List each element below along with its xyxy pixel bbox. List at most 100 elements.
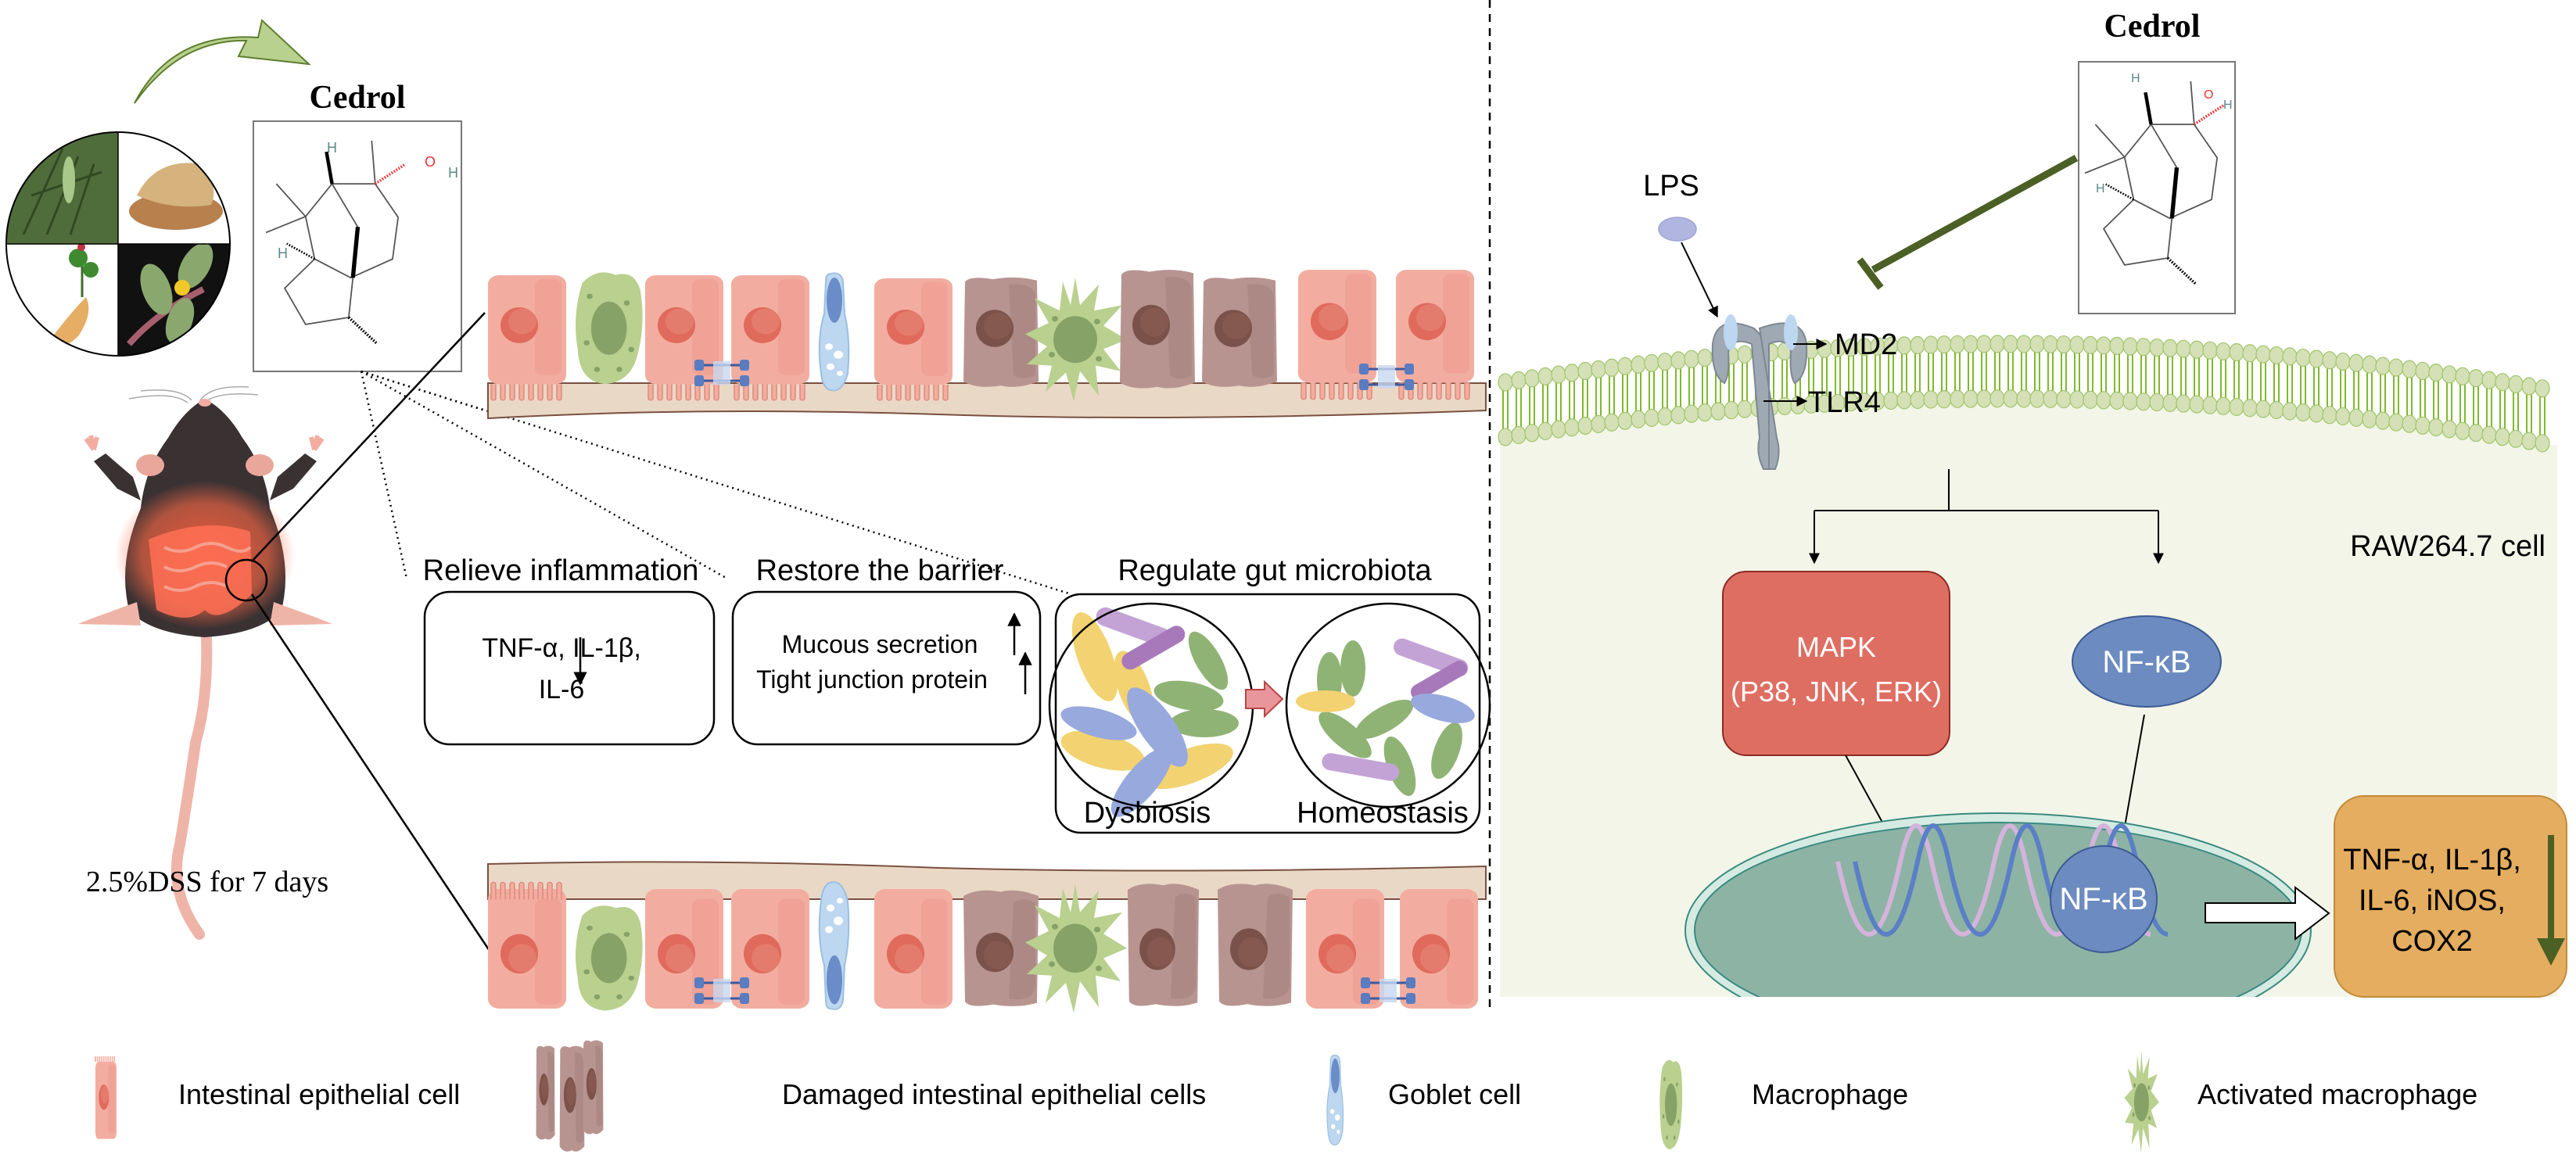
lipid-head <box>1551 420 1566 439</box>
transition-arrow-icon <box>1245 679 1284 719</box>
lipid-tail <box>1954 352 1961 392</box>
legend-item-damaged: Damaged intestinal epithelial cells <box>536 1040 1206 1152</box>
lipid-head <box>2495 428 2510 446</box>
lipid-head <box>2003 335 2018 353</box>
lipid-tail <box>2007 351 2014 391</box>
lipid-head <box>2083 335 2098 354</box>
lipid-head <box>1790 396 1806 414</box>
lipid-head <box>2149 338 2165 357</box>
lipid-tail <box>2513 392 2519 432</box>
lipid-tail <box>2446 382 2452 421</box>
legend-label-activated-macrophage: Activated macrophage <box>2197 1078 2477 1110</box>
lipid-head <box>2455 367 2470 385</box>
lipid-tail <box>1994 351 2000 391</box>
lipid-tail <box>2287 364 2293 403</box>
lipid-head <box>2322 406 2337 425</box>
lipid-head <box>2428 418 2444 437</box>
mapk-subtitle: (P38, JNK, ERK) <box>1731 676 1942 708</box>
legend-item-macrophage: Macrophage <box>1659 1059 1908 1149</box>
lipid-tail <box>1808 357 1814 397</box>
lipid-head <box>2282 347 2298 366</box>
inflammation-line-2: IL-6 <box>539 675 585 704</box>
lipid-head <box>1537 421 1553 440</box>
legend-label-goblet: Goblet cell <box>1388 1078 1521 1110</box>
lipid-head <box>1896 391 1912 410</box>
lipid-tail <box>2140 354 2147 394</box>
intestinal-epithelial-cell-icon <box>95 1056 117 1139</box>
lipid-head <box>2136 338 2151 357</box>
cedrol-title-left: Cedrol <box>310 80 406 116</box>
lipid-tail <box>2327 367 2333 407</box>
lipid-head <box>1724 400 1739 420</box>
lipid-head <box>1524 424 1540 443</box>
md2-label: MD2 <box>1835 328 1897 361</box>
legend: Intestinal epithelial cell Damaged intes… <box>95 1040 2477 1153</box>
lipid-tail <box>2499 389 2506 429</box>
lipid-tail <box>1742 362 1748 402</box>
dysbiosis-bacteria-icon <box>1048 602 1254 817</box>
signal-branch-lines <box>1809 469 2164 565</box>
cedrol-title-right: Cedrol <box>2104 9 2201 45</box>
lipid-head <box>1697 348 1713 367</box>
lipid-head <box>1564 418 1580 437</box>
lipid-tail <box>2420 378 2426 418</box>
lipid-head <box>2402 360 2417 378</box>
lipid-tail <box>2207 358 2213 398</box>
lipid-tail <box>1781 359 1788 399</box>
lipid-tail <box>2313 367 2319 407</box>
microbiota-panel: Dysbiosis Homeostasis <box>1048 593 1491 834</box>
lipid-head <box>2043 389 2058 408</box>
tlr4-md2-receptor-icon <box>1711 314 1808 470</box>
lipid-head <box>2309 404 2324 423</box>
lipid-tail <box>2273 363 2280 403</box>
tlr4-label: TLR4 <box>1808 386 1881 419</box>
effect-title-barrier: Restore the barrier <box>756 554 1004 587</box>
lipid-head <box>2016 335 2032 353</box>
lipid-tail <box>1569 380 1575 420</box>
svg-text:O: O <box>425 154 436 170</box>
dysbiosis-label: Dysbiosis <box>1084 797 1211 830</box>
lipid-head <box>2441 420 2457 439</box>
cytokine-line-2: IL-6, iNOS, <box>2359 884 2506 917</box>
lipid-head <box>1936 390 1952 409</box>
lipid-tail <box>1542 384 1548 424</box>
lipid-head <box>2122 392 2138 410</box>
legend-label-damaged: Damaged intestinal epithelial cells <box>782 1078 1206 1110</box>
lipid-head <box>2468 424 2484 443</box>
lipid-tail <box>2393 375 2399 415</box>
lipid-head <box>2096 391 2111 410</box>
lipid-tail <box>2074 352 2080 392</box>
svg-text:H: H <box>2223 99 2233 112</box>
lps-molecule-icon <box>1658 217 1697 242</box>
lipid-head <box>2242 399 2258 418</box>
right-panel: Cedrol H H O H <box>1498 9 2567 998</box>
lipid-head <box>2335 352 2351 371</box>
lipid-tail <box>1821 357 1828 396</box>
lipid-head <box>1591 360 1606 378</box>
lipid-head <box>2202 341 2218 360</box>
lipid-head <box>2069 390 2085 409</box>
zoom-line-bottom <box>250 593 496 959</box>
dotted-connector-lines <box>360 370 1072 596</box>
lipid-head <box>2003 389 2018 408</box>
lipid-tail <box>1609 375 1615 415</box>
lipid-head <box>2029 389 2045 408</box>
lipid-tail <box>1516 388 1522 428</box>
nucleus: NF-κB <box>1684 812 2312 997</box>
svg-text:H: H <box>278 246 288 261</box>
lipid-tail <box>2047 352 2054 392</box>
lipid-head <box>1710 402 1726 421</box>
lipid-tail <box>1662 369 1668 409</box>
lipid-head <box>2136 393 2151 411</box>
effect-box-barrier <box>731 590 1042 746</box>
lipid-tail <box>1582 378 1588 418</box>
lipid-tail <box>2233 360 2240 400</box>
lipid-head <box>2189 395 2205 414</box>
lipid-head <box>1950 389 1965 408</box>
lipid-tail <box>1675 367 1681 407</box>
lipid-tail <box>1635 372 1641 412</box>
homeostasis-bacteria-icon <box>1285 602 1491 808</box>
lipid-tail <box>2061 352 2067 392</box>
svg-text:H: H <box>2096 182 2105 195</box>
lipid-head <box>2176 339 2191 358</box>
